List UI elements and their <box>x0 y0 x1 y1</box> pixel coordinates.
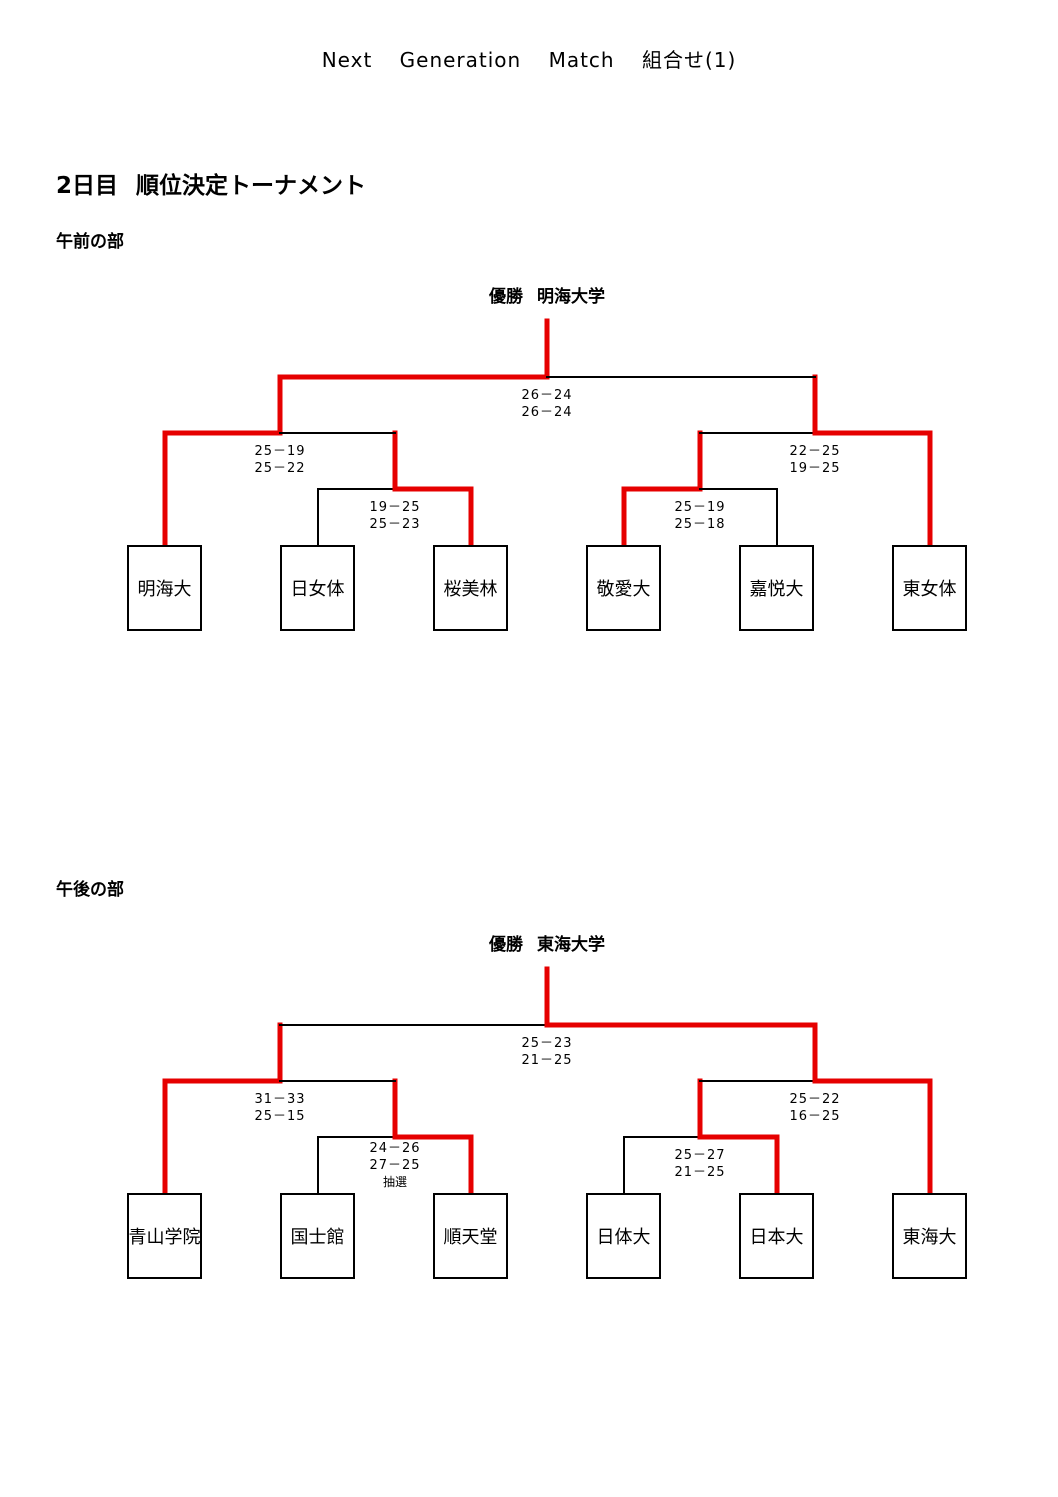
line-m3-right <box>699 488 778 546</box>
line-m1-right <box>392 430 474 548</box>
score-set-1: 25－23 <box>521 1036 573 1051</box>
line-m4-right <box>812 1022 933 1196</box>
bracket-lines-afternoon <box>162 966 933 1196</box>
score-set-2: 16－25 <box>789 1109 841 1124</box>
line-m4-right <box>812 374 933 548</box>
team-box: 日体大 <box>586 1193 661 1279</box>
team-box: 日本大 <box>739 1193 814 1279</box>
score-set-2: 27－25 <box>369 1158 421 1173</box>
team-box: 明海大 <box>127 545 202 631</box>
score-set-2: 25－22 <box>254 461 306 476</box>
line-m1-right <box>392 1078 474 1196</box>
team-box: 嘉悦大 <box>739 545 814 631</box>
header-part-pairing: 組合せ(1) <box>641 48 737 72</box>
score-set-1: 25－22 <box>789 1092 841 1107</box>
score-m1: 19－25 25－23 <box>369 499 420 533</box>
team-box: 日女体 <box>280 545 355 631</box>
line-m2-left <box>162 374 283 548</box>
score-set-1: 26－24 <box>521 388 573 403</box>
section-label-afternoon: 午後の部 <box>56 880 124 900</box>
score-set-1: 25－27 <box>674 1148 726 1163</box>
section-label-morning: 午前の部 <box>56 232 124 252</box>
team-box: 国士館 <box>280 1193 355 1279</box>
score-m2: 25－19 25－22 <box>254 443 305 477</box>
line-m3-left <box>621 430 703 548</box>
score-final: 26－24 26－24 <box>521 387 572 421</box>
score-set-1: 25－19 <box>254 444 306 459</box>
score-m4: 25－22 16－25 <box>789 1091 840 1125</box>
champion-name: 東海大学 <box>537 935 605 955</box>
title-event: 順位決定トーナメント <box>136 173 367 199</box>
team-box: 順天堂 <box>433 1193 508 1279</box>
line-m3-right <box>697 1078 780 1196</box>
champion-label: 優勝 <box>489 935 523 955</box>
line-m1-left <box>317 1136 396 1194</box>
score-set-2: 21－25 <box>521 1053 573 1068</box>
score-set-1: 31－33 <box>254 1092 306 1107</box>
score-m3: 25－27 21－25 <box>674 1147 725 1181</box>
score-m1: 24－26 27－25 抽選 <box>369 1140 420 1191</box>
score-set-2: 21－25 <box>674 1165 726 1180</box>
score-set-1: 24－26 <box>369 1141 421 1156</box>
score-note-lottery: 抽選 <box>382 1175 407 1189</box>
champion-label: 優勝 <box>489 287 523 307</box>
score-set-2: 25－15 <box>254 1109 306 1124</box>
champion-name: 明海大学 <box>537 287 605 307</box>
page-title: 2日目順位決定トーナメント <box>56 166 366 200</box>
score-set-1: 22－25 <box>789 444 841 459</box>
title-day: 2日目 <box>56 173 119 199</box>
team-box: 桜美林 <box>433 545 508 631</box>
champion-morning: 優勝明海大学 <box>489 282 605 307</box>
team-box: 東女体 <box>892 545 967 631</box>
score-set-2: 25－23 <box>369 517 421 532</box>
score-set-1: 25－19 <box>674 500 726 515</box>
header-part-generation: Generation <box>399 48 522 72</box>
bracket-morning: 優勝明海大学 26－24 26－24 25－19 25－22 22－25 19－… <box>0 280 1058 680</box>
header-part-next: Next <box>321 48 373 72</box>
score-m3: 25－19 25－18 <box>674 499 725 533</box>
line-m2-left <box>162 1022 283 1196</box>
line-final-right <box>544 966 818 1028</box>
page-header: Next Generation Match 組合せ(1) <box>0 44 1058 73</box>
champion-afternoon: 優勝東海大学 <box>489 930 605 955</box>
header-part-match: Match <box>548 48 615 72</box>
bracket-afternoon: 優勝東海大学 25－23 21－25 31－33 25－15 25－22 16－… <box>0 928 1058 1328</box>
score-m2: 31－33 25－15 <box>254 1091 305 1125</box>
score-set-1: 19－25 <box>369 500 421 515</box>
score-m4: 22－25 19－25 <box>789 443 840 477</box>
line-m3-left <box>623 1136 701 1194</box>
score-set-2: 26－24 <box>521 405 573 420</box>
line-m1-left <box>317 488 396 546</box>
line-final-left <box>277 318 550 380</box>
team-box: 敬愛大 <box>586 545 661 631</box>
bracket-lines-morning <box>162 318 933 548</box>
score-set-2: 19－25 <box>789 461 841 476</box>
score-set-2: 25－18 <box>674 517 726 532</box>
team-box: 青山学院 <box>127 1193 202 1279</box>
score-final: 25－23 21－25 <box>521 1035 572 1069</box>
team-box: 東海大 <box>892 1193 967 1279</box>
